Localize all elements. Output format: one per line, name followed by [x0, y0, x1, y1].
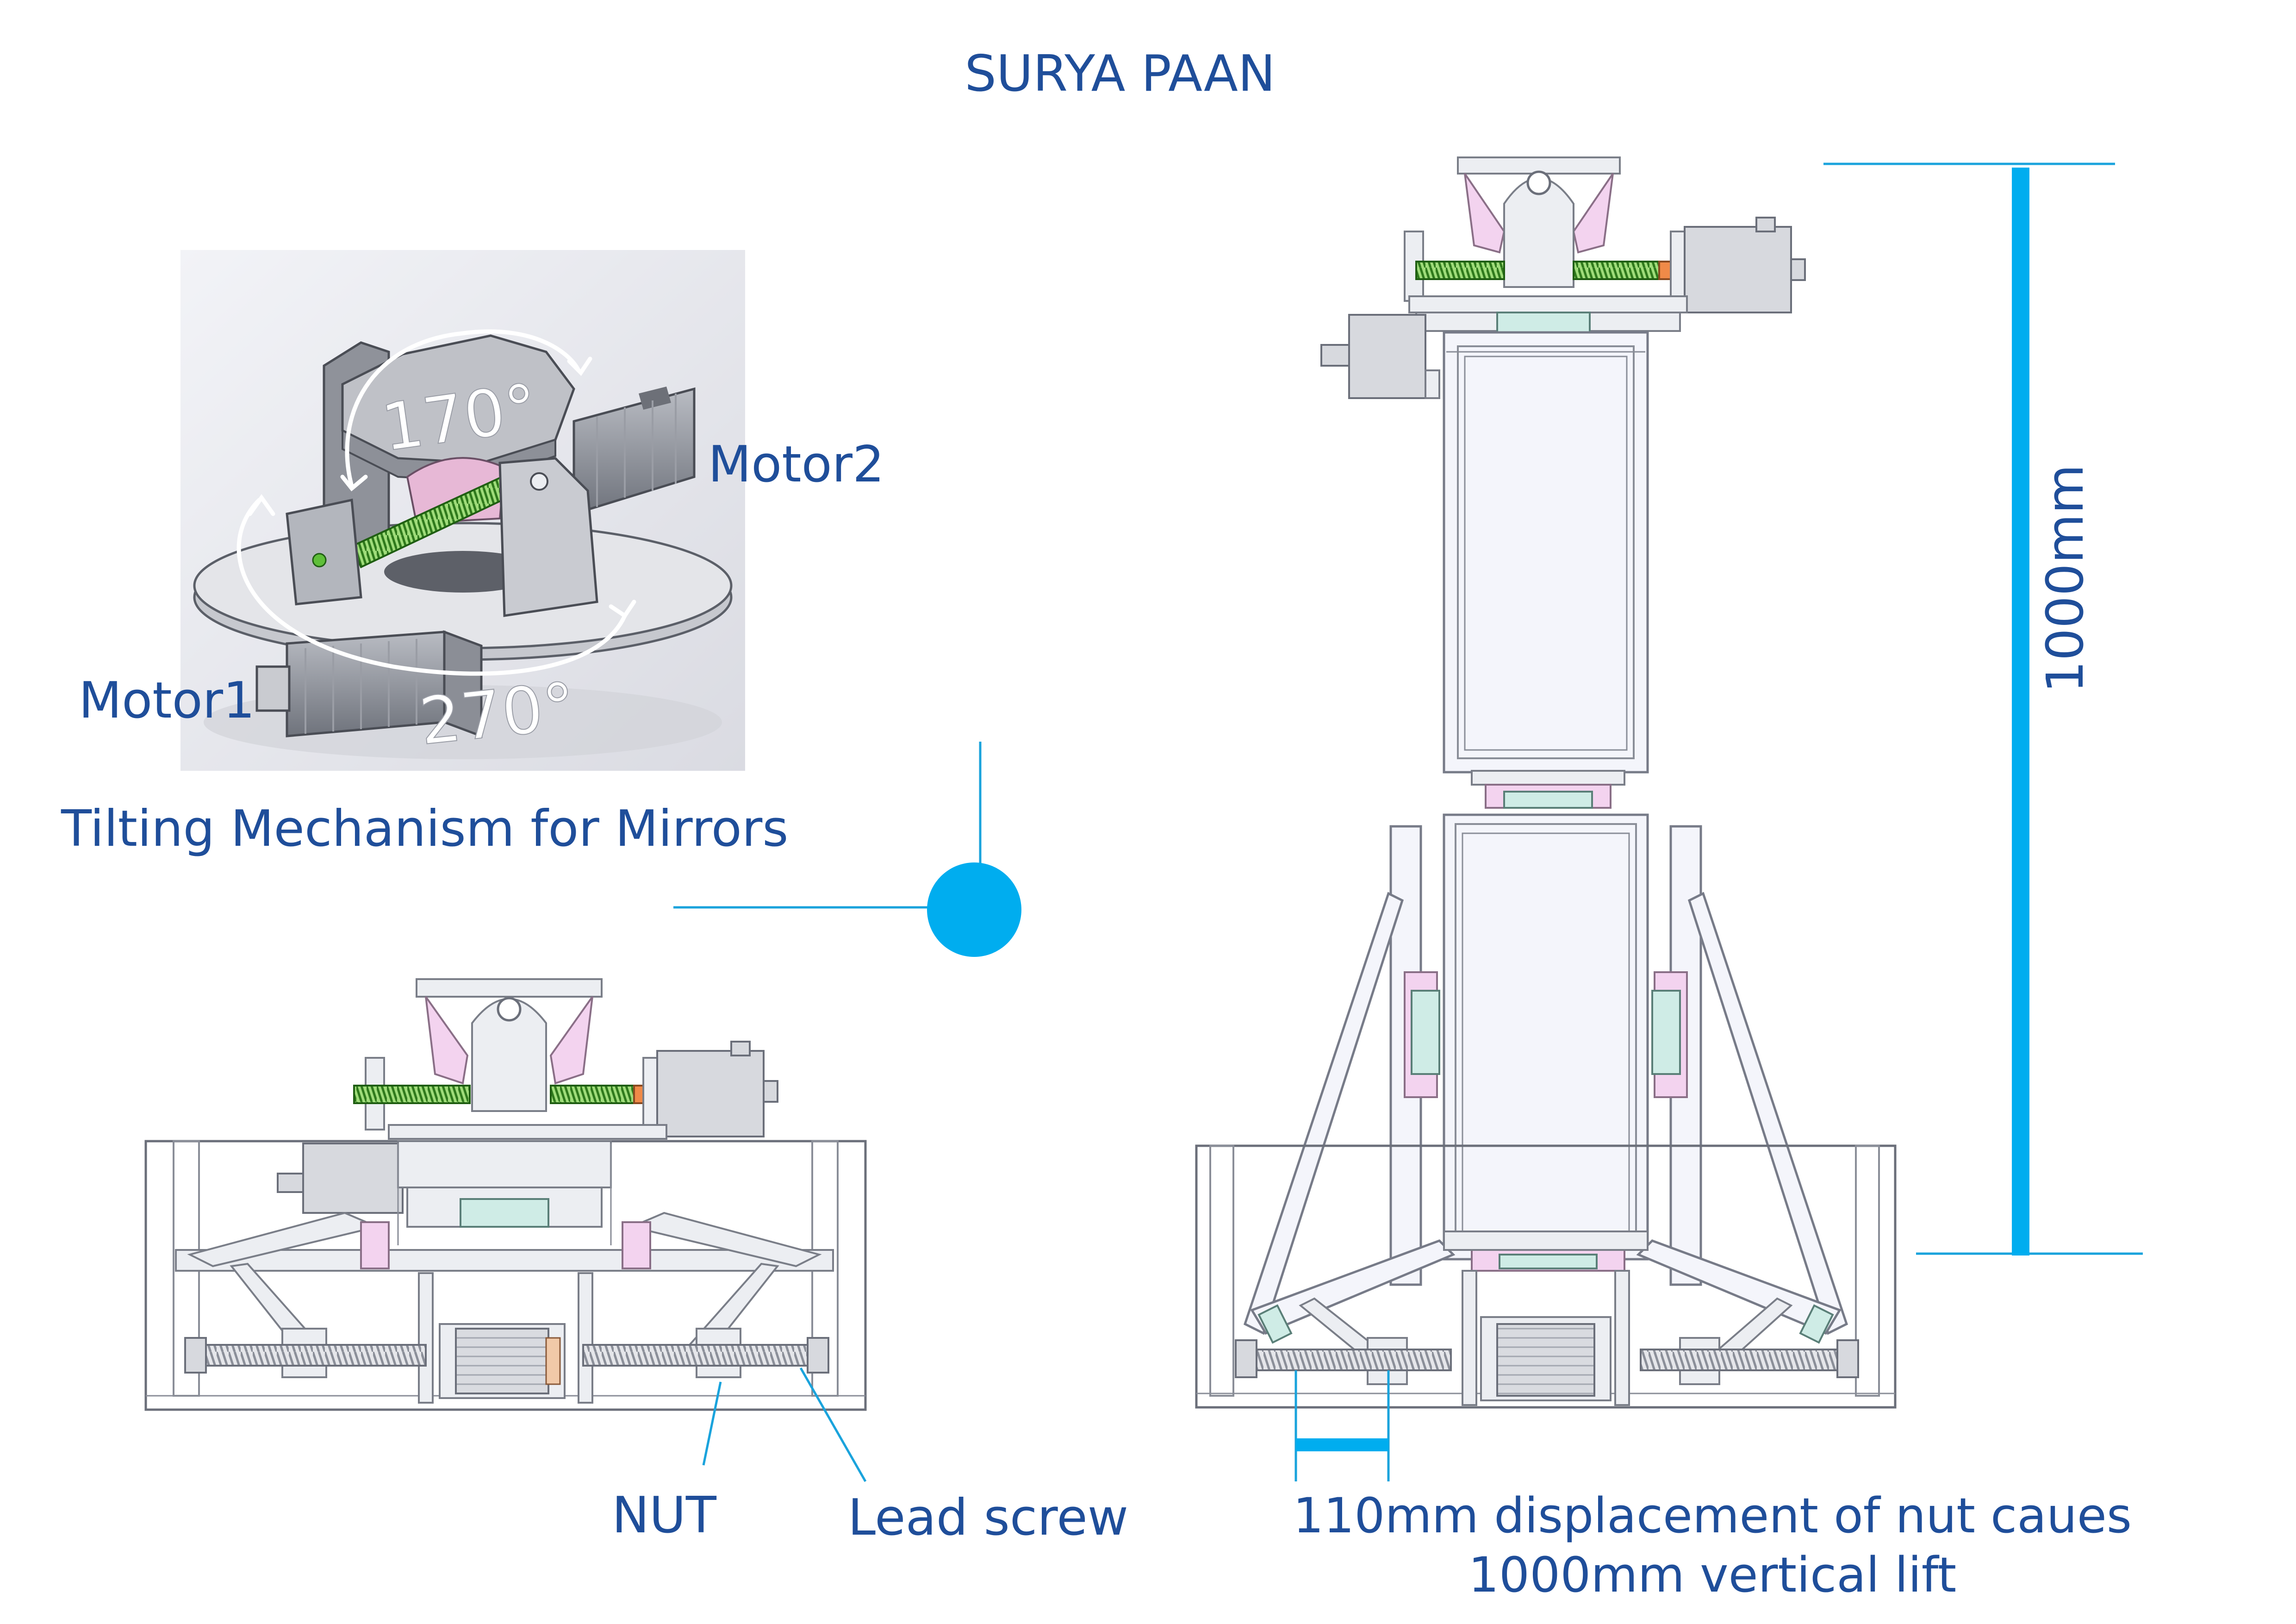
base-head-assembly [353, 978, 778, 1140]
motor1-body [255, 630, 483, 738]
height-dimension [1823, 162, 2143, 1255]
lift-head-assembly [1320, 156, 1806, 399]
motor2-label: Motor2 [708, 436, 884, 493]
tilt-mechanism-caption: Tilting Mechanism for Mirrors [61, 800, 789, 858]
motor1-label: Motor1 [79, 672, 255, 730]
lift-lower-column [1443, 813, 1649, 1261]
tilt-angle-arc [345, 329, 581, 488]
center-connector [673, 742, 1021, 957]
nut-label: NUT [612, 1487, 717, 1544]
lead-screw-label: Lead screw [848, 1489, 1128, 1547]
base-view-drawing [144, 978, 867, 1482]
lift-view-drawing [1195, 156, 1897, 1481]
connector-dot [927, 862, 1021, 957]
lift-upper-column [1443, 331, 1649, 809]
rotation-angle-arc [236, 498, 627, 676]
angle-label-270: 270° [416, 668, 579, 760]
base-lead-screw-left [184, 1344, 427, 1367]
page-title: SURYA PAAN [964, 45, 1275, 103]
displacement-dimension [1294, 1370, 1390, 1481]
pivot-bracket [498, 457, 598, 617]
base-lead-screw-right [582, 1344, 825, 1367]
tilting-mechanism-render [180, 250, 745, 771]
lift-caption-line1: 110mm displacement of nut caues [1293, 1487, 2132, 1544]
height-dimension-label: 1000mm [2035, 464, 2095, 693]
lift-caption-line2: 1000mm vertical lift [1468, 1547, 1957, 1603]
